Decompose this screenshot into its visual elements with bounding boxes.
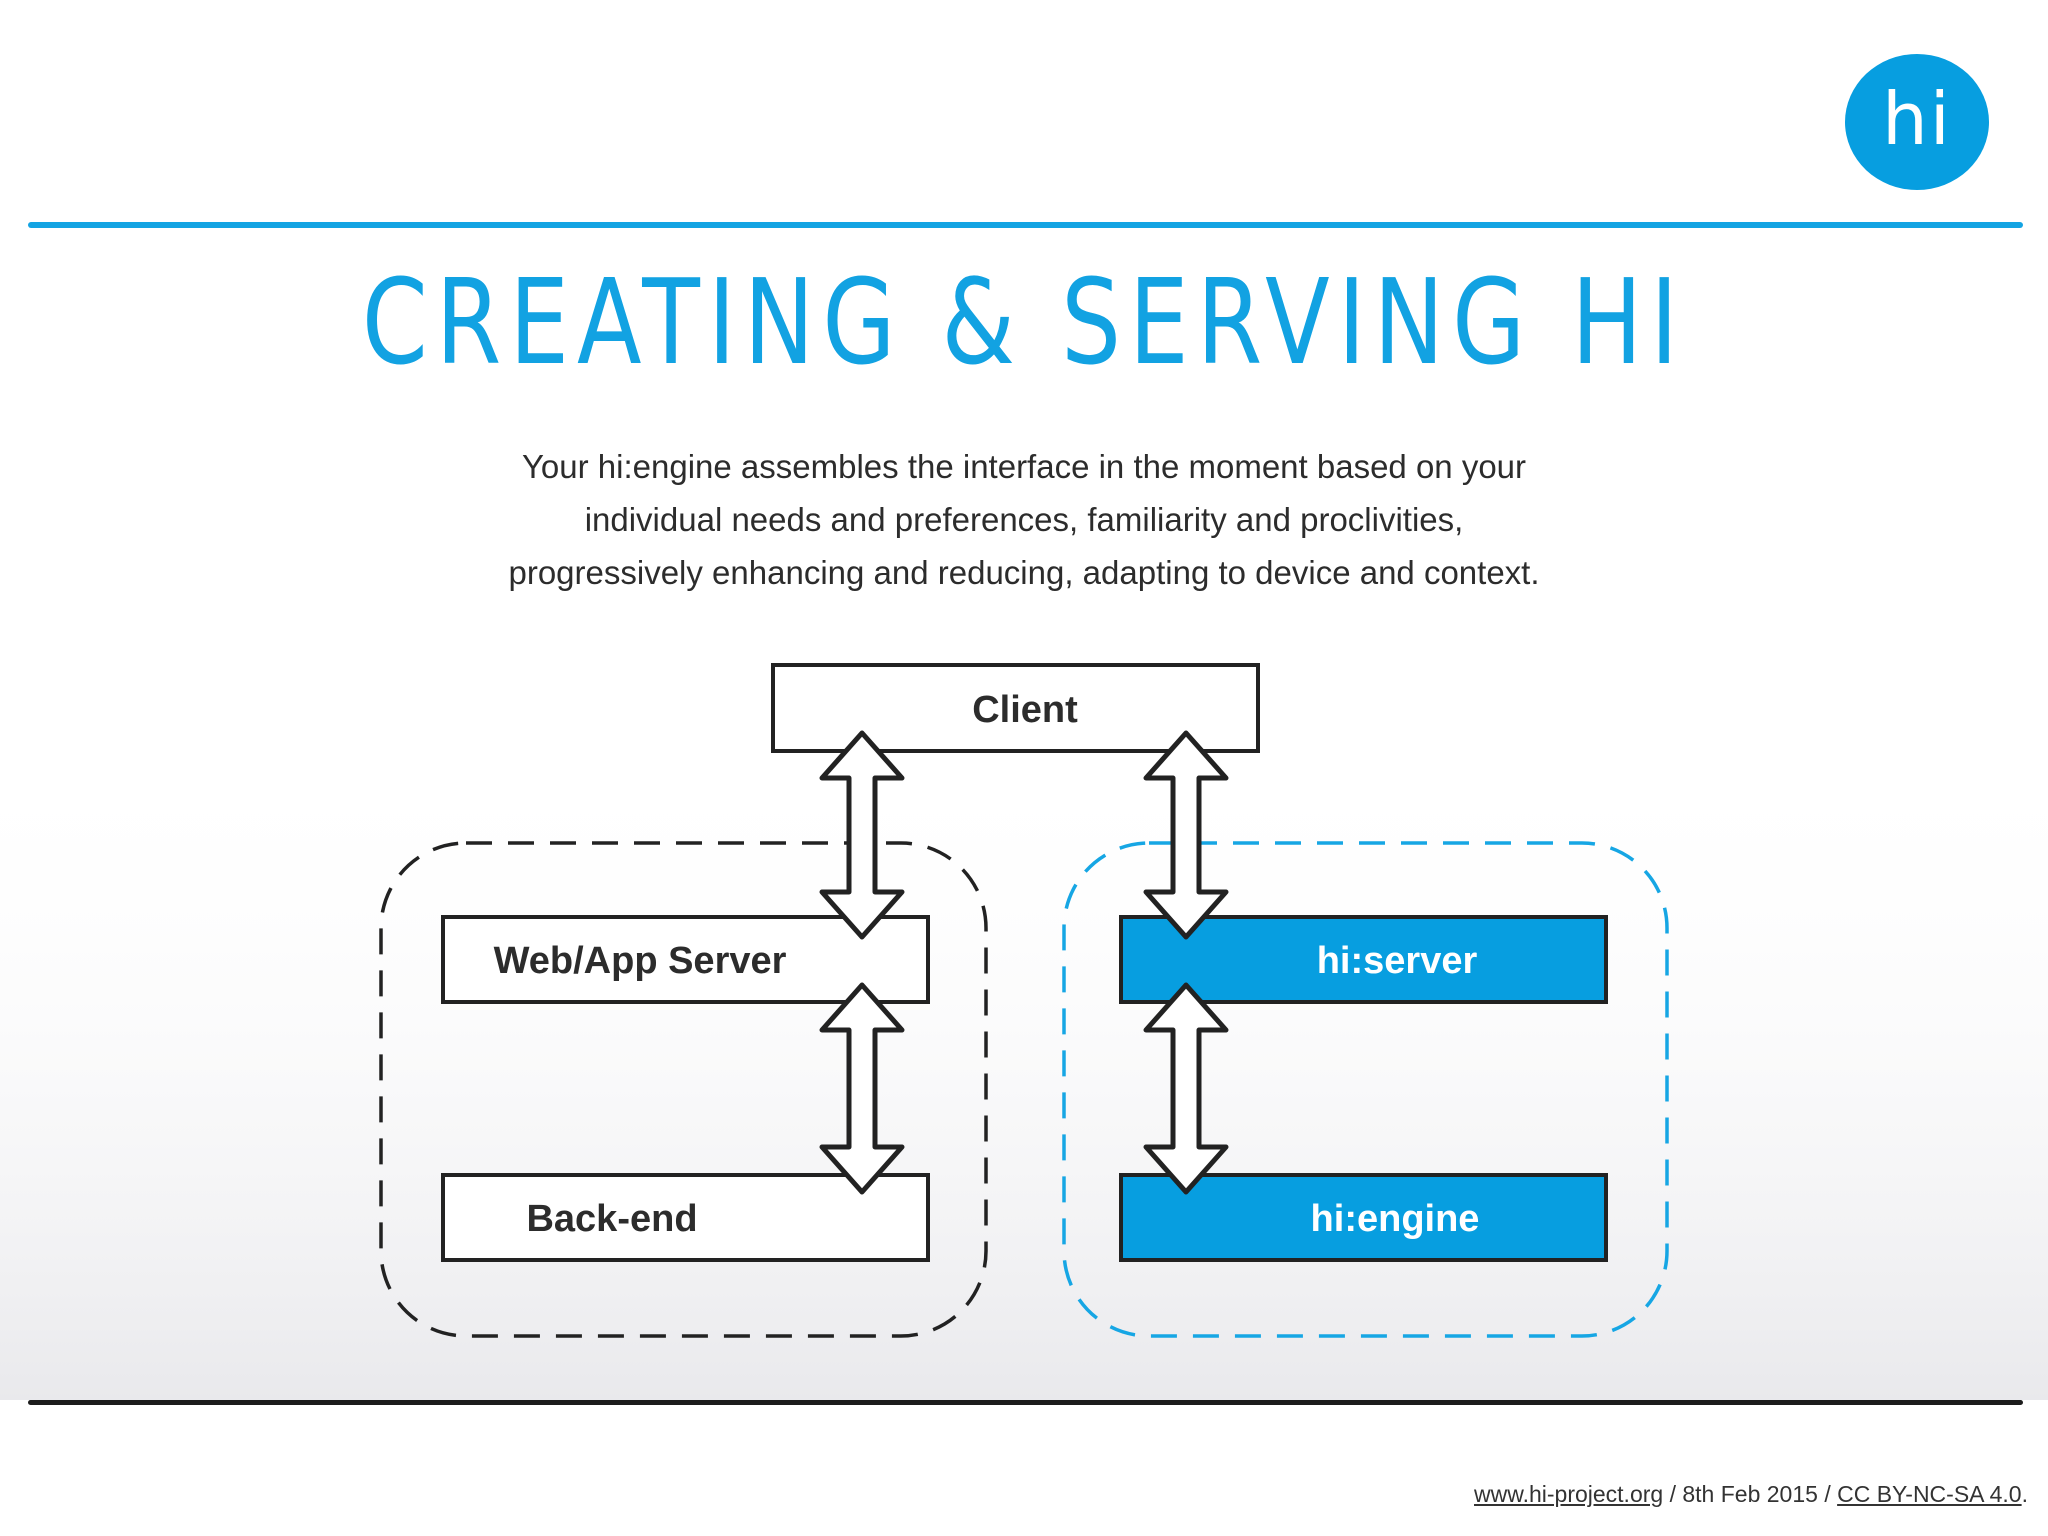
hi-server-node: hi:server: [1119, 915, 1608, 1004]
client-hi-server-arrow: [1143, 730, 1229, 940]
hi-server-box: [1119, 915, 1608, 1004]
client-web-server-arrow: [819, 730, 905, 940]
hi-engine-box: [1119, 1173, 1608, 1262]
lead-line-2: individual needs and preferences, famili…: [584, 501, 1464, 538]
client-label: Client: [972, 689, 1078, 731]
back-end-node: Back-end: [441, 1173, 930, 1262]
hi-logo-text: hi: [1882, 77, 1952, 161]
web-app-server-node: Web/App Server: [441, 915, 930, 1004]
background-fade: [0, 740, 2048, 1400]
top-rule: [28, 222, 2023, 228]
back-end-box: [441, 1173, 930, 1262]
footer-date: 8th Feb 2015: [1682, 1481, 1818, 1507]
lead-line-3: progressively enhancing and reducing, ad…: [508, 554, 1540, 591]
footer-credit: www.hi-project.org / 8th Feb 2015 / CC B…: [1474, 1481, 2028, 1508]
back-end-label: Back-end: [526, 1198, 697, 1240]
lead-paragraph: Your hi:engine assembles the interface i…: [424, 440, 1624, 599]
footer-separator: /: [1817, 1481, 1838, 1507]
web-app-server-label: Web/App Server: [494, 940, 787, 982]
web-app-server-box: [441, 915, 930, 1004]
client-node: Client: [771, 663, 1260, 753]
site-link[interactable]: www.hi-project.org: [1474, 1481, 1664, 1507]
bottom-rule: [28, 1400, 2023, 1405]
hi-group-outline: [1062, 841, 1669, 1338]
hi-engine-label: hi:engine: [1311, 1198, 1480, 1240]
web-server-back-end-arrow: [819, 982, 905, 1195]
lead-line-1: Your hi:engine assembles the interface i…: [521, 448, 1527, 485]
footer-period: .: [2021, 1481, 2028, 1507]
hi-engine-node: hi:engine: [1119, 1173, 1608, 1262]
hi-server-label: hi:server: [1317, 940, 1478, 982]
client-box: [771, 663, 1260, 753]
page-title: CREATING & SERVING HI: [361, 253, 1687, 391]
hi-logo: hi: [1845, 54, 1989, 190]
server-group-outline: [379, 841, 988, 1338]
footer-separator: /: [1663, 1481, 1683, 1507]
license-link[interactable]: CC BY-NC-SA 4.0: [1837, 1481, 2022, 1507]
hi-server-hi-engine-arrow: [1143, 982, 1229, 1195]
